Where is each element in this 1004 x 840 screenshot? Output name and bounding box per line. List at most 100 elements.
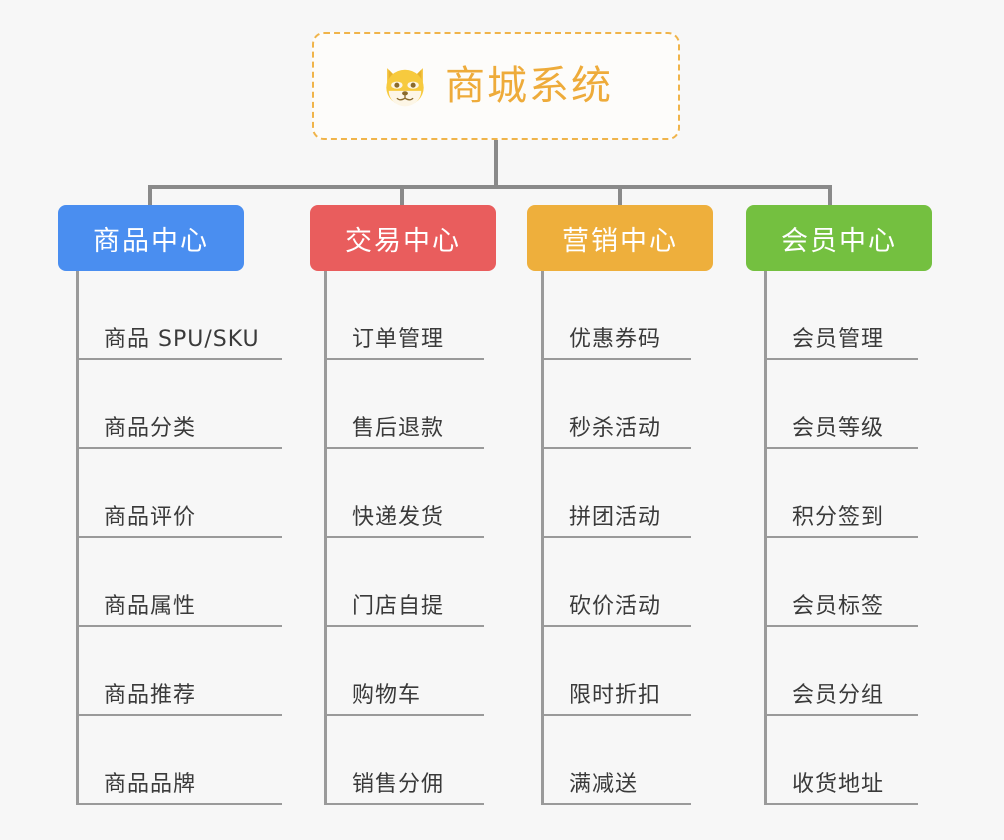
leaf-item[interactable]: 优惠券码 (527, 271, 713, 360)
leaf-item[interactable]: 会员管理 (746, 271, 932, 360)
leaf-underline (541, 803, 691, 805)
column-3: 营销中心优惠券码秒杀活动拼团活动砍价活动限时折扣满减送 (527, 205, 713, 805)
leaf-label: 订单管理 (352, 327, 445, 352)
root-node[interactable]: 商城系统 (312, 32, 680, 140)
leaf-item[interactable]: 快递发货 (310, 449, 496, 538)
leaf-underline (324, 536, 484, 538)
leaf-item[interactable]: 会员标签 (746, 538, 932, 627)
leaf-label: 商品品牌 (104, 772, 197, 797)
connector-bus (148, 185, 832, 189)
leaf-item[interactable]: 商品品牌 (58, 716, 282, 805)
leaf-item[interactable]: 商品推荐 (58, 627, 282, 716)
connector-drop-2 (400, 185, 404, 209)
leaf-item[interactable]: 满减送 (527, 716, 713, 805)
leaf-underline (764, 358, 918, 360)
leaf-underline (324, 803, 484, 805)
connector-drop-4 (828, 185, 832, 209)
leaf-item[interactable]: 商品属性 (58, 538, 282, 627)
category-label: 交易中心 (345, 225, 461, 257)
leaf-label: 会员管理 (792, 327, 885, 352)
leaf-label: 会员标签 (792, 594, 885, 619)
leaf-underline (324, 625, 484, 627)
leaf-label: 购物车 (352, 683, 422, 708)
column-spine-4 (764, 271, 767, 805)
leaf-label: 会员等级 (792, 416, 885, 441)
leaf-underline (541, 358, 691, 360)
leaf-label: 商品推荐 (104, 683, 197, 708)
leaf-list: 订单管理售后退款快递发货门店自提购物车销售分佣 (310, 271, 496, 805)
leaf-underline (764, 447, 918, 449)
leaf-underline (76, 714, 282, 716)
leaf-item[interactable]: 砍价活动 (527, 538, 713, 627)
leaf-underline (76, 447, 282, 449)
leaf-underline (324, 714, 484, 716)
leaf-item[interactable]: 积分签到 (746, 449, 932, 538)
leaf-underline (76, 358, 282, 360)
shiba-dog-icon (386, 68, 424, 108)
leaf-item[interactable]: 商品评价 (58, 449, 282, 538)
leaf-item[interactable]: 订单管理 (310, 271, 496, 360)
category-box-4[interactable]: 会员中心 (746, 205, 932, 271)
leaf-underline (541, 714, 691, 716)
column-spine-3 (541, 271, 544, 805)
leaf-label: 限时折扣 (569, 683, 662, 708)
leaf-item[interactable]: 门店自提 (310, 538, 496, 627)
leaf-underline (764, 803, 918, 805)
category-box-1[interactable]: 商品中心 (58, 205, 244, 271)
leaf-item[interactable]: 商品 SPU/SKU (58, 271, 282, 360)
leaf-underline (76, 536, 282, 538)
connector-stem (494, 140, 498, 188)
leaf-label: 会员分组 (792, 683, 885, 708)
leaf-item[interactable]: 限时折扣 (527, 627, 713, 716)
root-title: 商城系统 (445, 63, 613, 109)
leaf-label: 快递发货 (352, 505, 445, 530)
category-label: 营销中心 (562, 225, 678, 257)
leaf-item[interactable]: 商品分类 (58, 360, 282, 449)
leaf-underline (764, 536, 918, 538)
leaf-label: 销售分佣 (352, 772, 445, 797)
leaf-label: 门店自提 (352, 594, 445, 619)
leaf-item[interactable]: 会员分组 (746, 627, 932, 716)
leaf-underline (764, 714, 918, 716)
column-4: 会员中心会员管理会员等级积分签到会员标签会员分组收货地址 (746, 205, 932, 805)
leaf-label: 商品评价 (104, 505, 197, 530)
column-2: 交易中心订单管理售后退款快递发货门店自提购物车销售分佣 (310, 205, 496, 805)
category-box-3[interactable]: 营销中心 (527, 205, 713, 271)
leaf-label: 商品分类 (104, 416, 197, 441)
leaf-label: 优惠券码 (569, 327, 662, 352)
connector-drop-3 (618, 185, 622, 209)
leaf-item[interactable]: 拼团活动 (527, 449, 713, 538)
leaf-label: 收货地址 (792, 772, 885, 797)
category-label: 会员中心 (781, 225, 897, 257)
connector-drop-1 (148, 185, 152, 209)
leaf-label: 砍价活动 (569, 594, 662, 619)
leaf-underline (541, 625, 691, 627)
leaf-label: 售后退款 (352, 416, 445, 441)
column-1: 商品中心商品 SPU/SKU 商品分类商品评价商品属性商品推荐商品品牌 (58, 205, 282, 805)
leaf-label: 秒杀活动 (569, 416, 662, 441)
leaf-underline (76, 803, 282, 805)
leaf-item[interactable]: 售后退款 (310, 360, 496, 449)
leaf-list: 优惠券码秒杀活动拼团活动砍价活动限时折扣满减送 (527, 271, 713, 805)
column-spine-1 (76, 271, 79, 805)
category-box-2[interactable]: 交易中心 (310, 205, 496, 271)
leaf-label: 满减送 (569, 772, 639, 797)
leaf-underline (541, 447, 691, 449)
column-spine-2 (324, 271, 327, 805)
leaf-label: 积分签到 (792, 505, 885, 530)
leaf-underline (541, 536, 691, 538)
leaf-item[interactable]: 收货地址 (746, 716, 932, 805)
leaf-item[interactable]: 秒杀活动 (527, 360, 713, 449)
leaf-list: 商品 SPU/SKU 商品分类商品评价商品属性商品推荐商品品牌 (58, 271, 282, 805)
leaf-underline (764, 625, 918, 627)
leaf-label: 拼团活动 (569, 505, 662, 530)
leaf-label: 商品 SPU/SKU (104, 327, 260, 352)
leaf-item[interactable]: 会员等级 (746, 360, 932, 449)
leaf-item[interactable]: 购物车 (310, 627, 496, 716)
leaf-list: 会员管理会员等级积分签到会员标签会员分组收货地址 (746, 271, 932, 805)
leaf-item[interactable]: 销售分佣 (310, 716, 496, 805)
leaf-underline (324, 358, 484, 360)
leaf-label: 商品属性 (104, 594, 197, 619)
category-label: 商品中心 (93, 225, 209, 257)
